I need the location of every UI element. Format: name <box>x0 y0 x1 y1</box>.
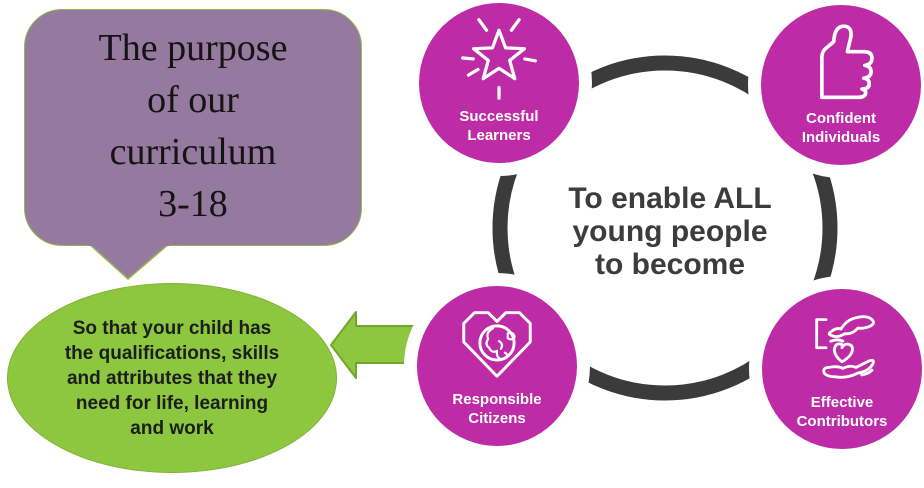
node-label: Effective Contributors <box>796 394 888 430</box>
outcome-ellipse: So that your child has the qualification… <box>7 283 337 473</box>
node-effective-contributors: Effective Contributors <box>762 289 922 449</box>
node-responsible-citizens: Responsible Citizens <box>417 286 577 446</box>
node-successful-learners: Successful Learners <box>419 3 579 163</box>
outcome-text: So that your child has the qualification… <box>64 317 280 439</box>
node-label: Successful Learners <box>459 108 539 144</box>
node-label: Confident Individuals <box>801 110 881 146</box>
node-label: Responsible Citizens <box>452 391 542 427</box>
star-icon <box>461 18 537 100</box>
left-arrow <box>330 311 415 379</box>
speech-bubble-tail <box>87 243 171 280</box>
thumbs-up-icon <box>820 24 874 100</box>
purpose-speech-bubble: The purpose of our curriculum 3-18 <box>24 9 362 246</box>
heart-globe-icon <box>462 311 532 378</box>
node-confident-individuals: Confident Individuals <box>761 5 921 165</box>
hands-heart-icon <box>815 315 875 379</box>
center-statement: To enable ALL young people to become <box>568 182 772 281</box>
purpose-title: The purpose of our curriculum 3-18 <box>98 26 288 225</box>
